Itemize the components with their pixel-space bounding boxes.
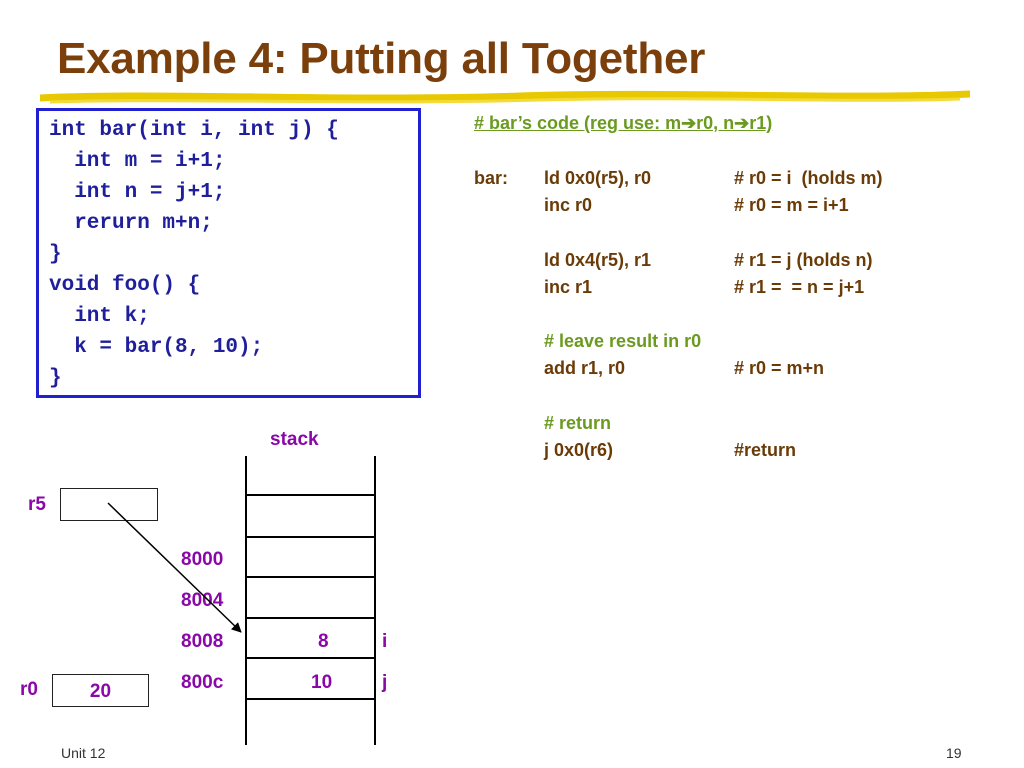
asm-instruction: ld 0x0(r5), r0 — [544, 168, 652, 188]
asm-comment: # r1 = j (holds n) — [734, 250, 873, 270]
stack-address: 8000 — [181, 549, 224, 570]
stack-label: stack — [270, 429, 319, 450]
code-line: k = bar(8, 10); — [49, 336, 264, 359]
code-line: void foo() { — [49, 274, 201, 297]
stack-address: 800c — [181, 672, 224, 693]
page-number: 19 — [946, 745, 962, 761]
asm-comment: # r0 = m+n — [734, 358, 825, 378]
title-underline — [40, 90, 970, 104]
assembly-label: bar: — [474, 168, 509, 188]
stack-cell-name: j — [382, 672, 388, 693]
asm-instruction: ld 0x4(r5), r1 — [544, 250, 652, 270]
code-line: int n = j+1; — [49, 181, 226, 204]
slide-title: Example 4: Putting all Together — [57, 34, 706, 83]
asm-comment: # r0 = i (holds m) — [734, 168, 883, 188]
code-line: } — [49, 243, 62, 266]
asm-comment: # r1 = = n = j+1 — [734, 277, 865, 297]
code-line: rerurn m+n; — [49, 212, 213, 235]
stack-cell-value: 10 — [311, 672, 333, 693]
code-line: } — [49, 367, 62, 390]
r5-register-box — [60, 488, 158, 521]
footer-unit: Unit 12 — [61, 745, 106, 761]
stack-address: 8008 — [181, 631, 224, 652]
code-line: int m = i+1; — [49, 150, 226, 173]
r5-label: r5 — [28, 494, 46, 515]
asm-comment: #return — [734, 440, 797, 460]
asm-instruction: inc r0 — [544, 195, 593, 215]
stack-cell-value: 8 — [318, 631, 329, 652]
stack-cell-name: i — [382, 631, 388, 652]
stack-address: 8004 — [181, 590, 224, 611]
asm-comment: # r0 = m = i+1 — [734, 195, 849, 215]
code-line: int bar(int i, int j) { — [49, 119, 339, 142]
code-line: int k; — [49, 305, 150, 328]
assembly-header: # bar’s code (reg use: m➔r0, n➔r1) — [474, 113, 773, 133]
c-code-box: int bar(int i, int j) { int m = i+1; int… — [36, 108, 421, 398]
r0-value: 20 — [89, 681, 112, 702]
r0-label: r0 — [20, 679, 38, 700]
r0-register-box: 20 — [52, 674, 149, 707]
asm-section-comment: # leave result in r0 — [544, 331, 702, 351]
asm-instruction: j 0x0(r6) — [544, 440, 614, 460]
asm-section-comment: # return — [544, 413, 612, 433]
asm-instruction: add r1, r0 — [544, 358, 626, 378]
asm-instruction: inc r1 — [544, 277, 593, 297]
